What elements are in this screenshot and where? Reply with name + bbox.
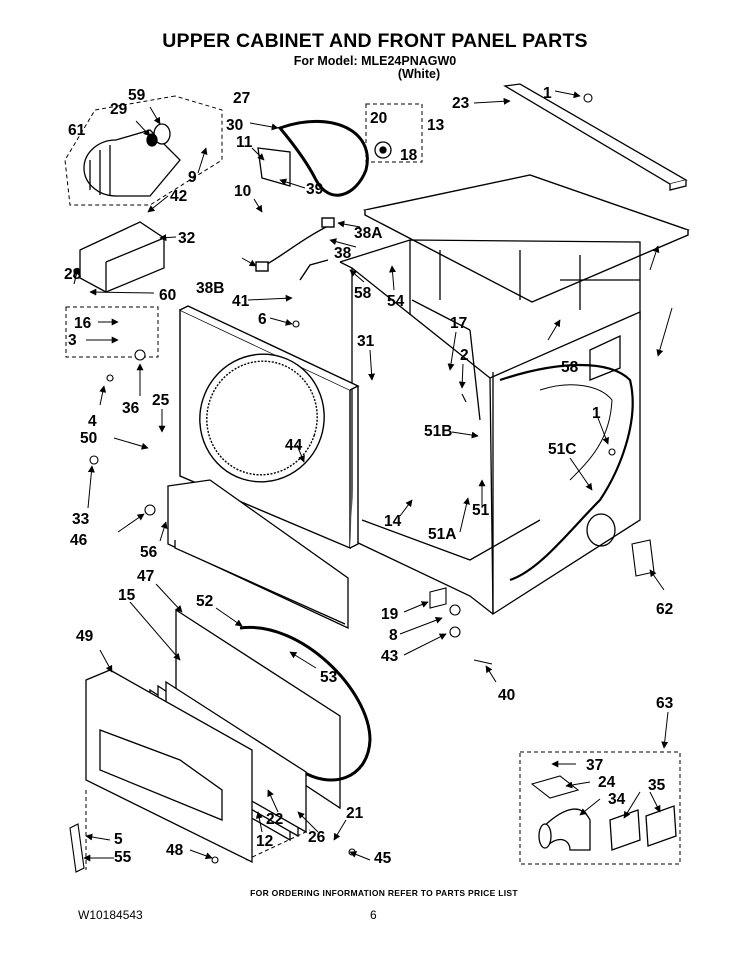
callout-55: 55 [114, 849, 132, 866]
callout-15: 15 [118, 587, 136, 604]
callout-60: 60 [159, 287, 176, 304]
callout-1-right: 1 [592, 405, 601, 422]
callout-10: 10 [234, 183, 251, 200]
callout-51: 51 [472, 502, 490, 519]
callout-41: 41 [232, 293, 250, 310]
callout-16: 16 [74, 315, 92, 332]
callout-53: 53 [320, 669, 338, 686]
top-panel [362, 174, 690, 303]
leader-lines [73, 90, 673, 862]
callout-56: 56 [140, 544, 158, 561]
lower-front-panel [167, 479, 349, 630]
callout-54: 54 [387, 293, 405, 310]
idler-pulley [257, 141, 392, 187]
callout-14: 14 [384, 513, 402, 530]
callout-36: 36 [122, 400, 140, 417]
callout-3: 3 [68, 332, 77, 349]
callout-19: 19 [381, 606, 399, 623]
callout-18: 18 [400, 147, 418, 164]
callout-21: 21 [346, 805, 364, 822]
exhaust-hood-35 [609, 805, 677, 851]
callout-32: 32 [178, 230, 195, 247]
callout-25: 25 [152, 392, 170, 409]
motor-bracket [79, 221, 165, 293]
callout-40: 40 [498, 687, 515, 704]
callout-4: 4 [88, 413, 97, 430]
belt [277, 119, 369, 197]
callout-58-right: 58 [561, 359, 579, 376]
callout-45: 45 [374, 850, 392, 867]
callout-23: 23 [452, 95, 470, 112]
motor [83, 123, 181, 197]
bracket-24 [530, 775, 580, 799]
callout-11: 11 [236, 134, 253, 151]
callout-61: 61 [68, 122, 86, 139]
callout-49: 49 [76, 628, 94, 645]
callout-8: 8 [389, 627, 398, 644]
callout-26: 26 [308, 829, 326, 846]
callout-42: 42 [170, 188, 187, 205]
callout-17: 17 [450, 315, 467, 332]
callout-39: 39 [306, 181, 324, 198]
page-title: UPPER CABINET AND FRONT PANEL PARTS [162, 30, 588, 52]
cabinet [339, 239, 641, 616]
group-box-idler [365, 103, 423, 163]
door-assembly [85, 608, 372, 864]
callout-63: 63 [656, 695, 674, 712]
callout-38: 38 [334, 245, 352, 262]
document-number: W10184543 [78, 908, 143, 922]
page-number: 6 [370, 908, 377, 922]
callout-33: 33 [72, 511, 90, 528]
callout-51a: 51A [428, 526, 456, 543]
group-box-switch [65, 306, 159, 358]
callout-35: 35 [648, 777, 666, 794]
callout-43: 43 [381, 648, 399, 665]
exhaust-elbow [538, 808, 591, 851]
callout-labels: 1 23 13 20 18 59 27 29 30 61 11 9 39 10 … [64, 85, 674, 867]
callout-48: 48 [166, 842, 184, 859]
ordering-note: FOR ORDERING INFORMATION REFER TO PARTS … [250, 888, 518, 898]
callout-2: 2 [460, 347, 469, 364]
callout-50: 50 [80, 430, 97, 447]
callout-51c: 51C [548, 441, 576, 458]
callout-24: 24 [598, 774, 616, 791]
callout-27: 27 [233, 90, 250, 107]
callout-46: 46 [70, 532, 88, 549]
callout-37: 37 [586, 757, 603, 774]
callout-59: 59 [128, 87, 146, 104]
callout-29: 29 [110, 101, 128, 118]
color-line: (White) [397, 67, 441, 81]
callout-22: 22 [266, 811, 283, 828]
callout-38a: 38A [354, 225, 382, 242]
model-line: For Model: MLE24PNAGW0 [293, 54, 457, 68]
callout-31: 31 [357, 333, 375, 350]
callout-28: 28 [64, 266, 82, 283]
front-channel-23 [503, 83, 688, 191]
callout-38b: 38B [196, 280, 224, 297]
callout-52: 52 [196, 593, 213, 610]
small-hardware [69, 93, 655, 873]
callout-9: 9 [188, 169, 197, 186]
wire-harness-38 [255, 217, 335, 281]
callout-44: 44 [285, 437, 303, 454]
callout-62: 62 [656, 601, 673, 618]
group-box-exhaust-kit [519, 751, 681, 865]
callout-58-left: 58 [354, 285, 372, 302]
callout-30: 30 [226, 117, 243, 134]
callout-51b: 51B [424, 423, 452, 440]
callout-5: 5 [114, 831, 123, 848]
callout-34: 34 [608, 791, 626, 808]
callout-1-top: 1 [543, 85, 552, 102]
callout-20: 20 [370, 110, 387, 127]
callout-47: 47 [137, 568, 154, 585]
callout-12: 12 [256, 833, 273, 850]
group-box-motor [64, 95, 223, 206]
callout-6: 6 [258, 311, 267, 328]
callout-13: 13 [427, 117, 445, 134]
